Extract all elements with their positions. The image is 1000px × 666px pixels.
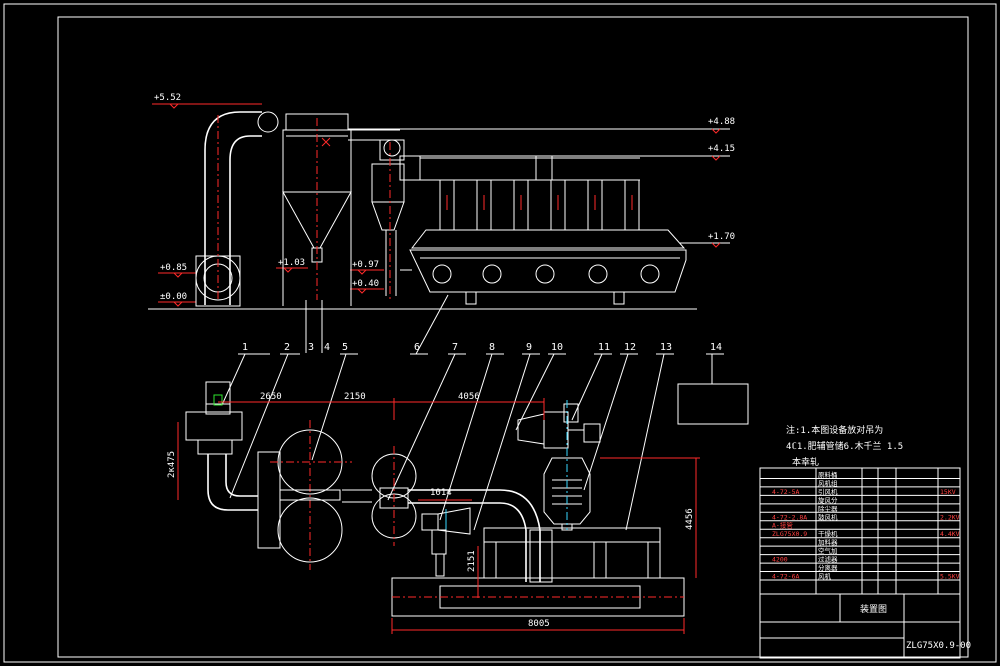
elevation-marker-000: ±0.00 (158, 292, 196, 307)
parts-row-name: 加料器 (818, 538, 838, 547)
dim-4056: 4056 (458, 392, 480, 402)
outer-frame (3, 3, 997, 663)
elevation-text-040: +0.40 (352, 279, 379, 289)
parts-row-code: 4-72-5A (772, 488, 799, 496)
elevation-text-103: +1.03 (278, 258, 305, 268)
dim-2150: 2150 (344, 392, 366, 402)
drawing-number: ZLG75X0.9-00 (906, 641, 971, 651)
leader-lines (221, 294, 724, 531)
callout-9: 9 (526, 342, 532, 353)
elevation-marker-552: +5.52 (152, 93, 262, 109)
callout-4: 4 (324, 342, 330, 353)
dim-2k475: 2κ475 (167, 451, 177, 478)
parts-row-name: 分离器 (818, 563, 838, 572)
parts-row-code: 4-72-2.8A (772, 513, 807, 521)
small-cyclone-elevation (371, 139, 405, 300)
fluid-bed-dryer-elevation (399, 155, 687, 305)
elevation-text-170: +1.70 (708, 232, 735, 242)
parts-row-right: 2.2KV (940, 513, 960, 521)
callout-1: 1 (242, 342, 248, 353)
blower-8-plan (421, 507, 471, 577)
callout-labels: 1 2 3 4 5 6 7 8 9 10 11 12 13 14 (242, 342, 722, 353)
elevation-marker-170: +1.70 (680, 232, 735, 248)
title-block-name: 装置图 (860, 603, 887, 615)
elevation-marker-415: +4.15 (400, 144, 735, 161)
elevation-text-085: +0.85 (160, 263, 187, 273)
callout-8: 8 (489, 342, 495, 353)
elevation-marker-097: +0.97 (350, 260, 384, 275)
parts-row-right: 5.5KV (940, 573, 960, 581)
elevation-marker-040: +0.40 (350, 279, 384, 294)
inner-frame (57, 16, 969, 658)
elevation-text-552: +5.52 (154, 93, 181, 103)
parts-row-name: 过滤器 (818, 555, 838, 564)
note-line-3: 本幸轧 (792, 456, 819, 468)
callout-12: 12 (624, 342, 636, 353)
fan-1-plan (185, 381, 243, 455)
flange-block (257, 451, 281, 549)
dim-8005: 8005 (528, 619, 550, 629)
elevation-text-415: +4.15 (708, 144, 735, 154)
equipment-box-14 (677, 383, 749, 425)
callout-14: 14 (710, 342, 722, 353)
parts-row-name: 空气加 (818, 546, 838, 555)
callout-2: 2 (284, 342, 290, 353)
dust-collector-elevation (282, 113, 400, 306)
parts-row-name: 风机组 (818, 478, 838, 487)
elevation-text-097: +0.97 (352, 260, 379, 270)
parts-row-name: 除尘器 (818, 504, 838, 513)
elevation-text-488: +4.88 (708, 117, 735, 127)
callout-6: 6 (414, 342, 420, 353)
parts-row-name: 原料桶 (818, 470, 838, 479)
dim-2151: 2151 (467, 550, 477, 572)
parts-row-code: 4-72-6A (772, 573, 799, 581)
notes: 注:1.本图设备放对吊为 4ℂ1.肥辅管储6.木千兰 1.5 本幸轧 (786, 424, 903, 468)
parts-row-right: 15KV (940, 488, 956, 496)
callout-10: 10 (551, 342, 563, 353)
callout-7: 7 (452, 342, 458, 353)
callout-5: 5 (342, 342, 348, 353)
elevation-text-000: ±0.00 (160, 292, 187, 302)
parts-row-code: 4200 (772, 556, 788, 564)
parts-row-name: 风机 (818, 572, 832, 581)
dimension-lines: 2650 2150 4056 2κ475 1014 2151 4456 8005 (167, 392, 700, 634)
parts-row-name: 鼓风机 (818, 512, 838, 521)
parts-row-code: A-接管 (772, 521, 793, 530)
dim-1014: 1014 (430, 488, 452, 498)
elevation-marker-085: +0.85 (158, 263, 196, 278)
parts-row-name: 干燥机 (818, 529, 838, 538)
callout-3: 3 (308, 342, 314, 353)
callout-13: 13 (660, 342, 672, 353)
note-line-2: 4ℂ1.肥辅管储6.木千兰 1.5 (786, 440, 903, 452)
cyclone-plan (371, 453, 417, 499)
plan-view (185, 381, 749, 617)
air-heater-plan (517, 400, 601, 531)
parts-row-right: 4.4KV (940, 530, 960, 538)
parts-row-name: 旋风分 (818, 495, 838, 504)
elevation-view: +5.52 +4.88 +4.15 +1.70 +0.85 ±0.00 (148, 93, 735, 310)
note-line-1: 注:1.本图设备放对吊为 (786, 424, 883, 436)
exhaust-fan-elevation (195, 111, 279, 307)
callout-11: 11 (598, 342, 610, 353)
elevation-marker-488: +4.88 (348, 117, 735, 134)
vessel-lower (277, 497, 343, 563)
dim-4456: 4456 (685, 508, 695, 530)
parts-row-name: 引风机 (818, 487, 838, 496)
elevation-marker-103: +1.03 (276, 258, 308, 273)
dim-2650: 2650 (260, 392, 282, 402)
parts-row-code: ZLG75X0.9 (772, 530, 807, 538)
